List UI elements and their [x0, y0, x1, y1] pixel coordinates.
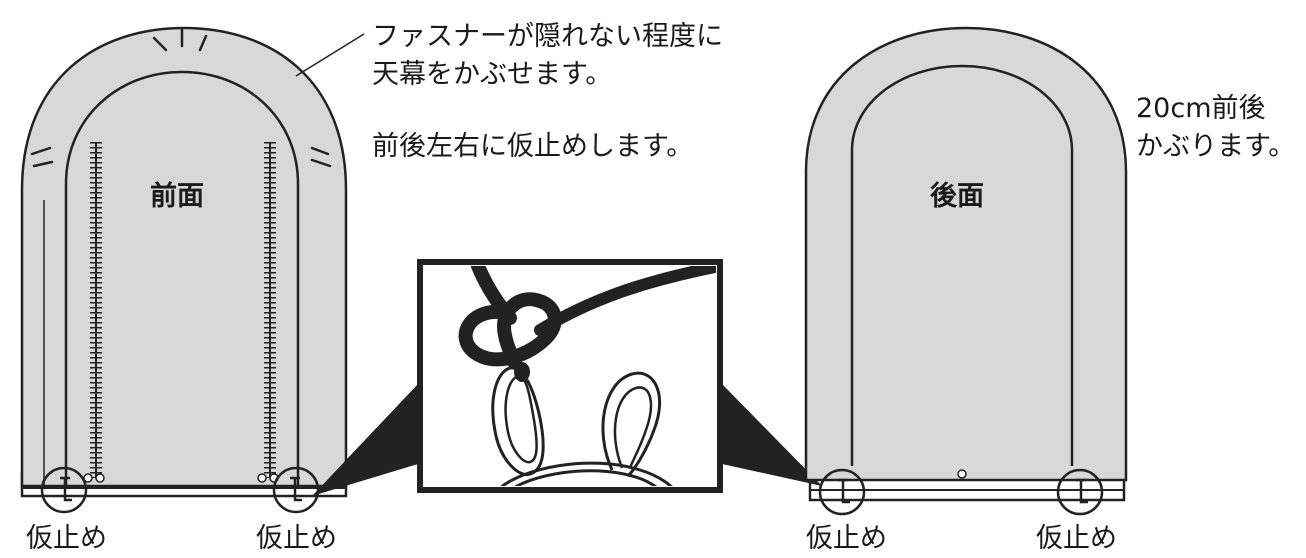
pin-label-front-left: 仮止め — [26, 523, 107, 554]
temp-fix-note-line: 前後左右に仮止めします。 — [372, 131, 694, 162]
overlap-note: 20cm前後 かぶります。 — [1136, 90, 1295, 166]
zipper-note-line-2: 天幕をかぶせます。 — [372, 59, 613, 90]
zipper-note-line-1: ファスナーが隠れない程度に — [372, 21, 723, 52]
detail-inset — [312, 259, 822, 496]
pin-label-back-left: 仮止め — [806, 523, 887, 554]
back-outer-cover — [804, 26, 1128, 482]
back-side-label: 後面 — [930, 181, 984, 212]
inset-wedge-right — [722, 384, 822, 486]
front-side-label: 前面 — [150, 181, 204, 212]
zipper-note: ファスナーが隠れない程度に 天幕をかぶせます。 — [372, 18, 723, 94]
back-base-frame — [808, 472, 1126, 502]
pin-icon — [1056, 468, 1104, 516]
zipper-note-leader — [295, 33, 365, 77]
front-inner-panel — [64, 70, 300, 486]
hook-icon — [458, 292, 562, 383]
pin-icon — [818, 468, 866, 516]
overlap-note-line-1: 20cm前後 — [1136, 93, 1266, 124]
back-cover — [804, 26, 1128, 516]
back-inner-panel — [850, 64, 1074, 466]
overlap-note-line-2: かぶります。 — [1136, 131, 1296, 162]
temp-fix-note: 前後左右に仮止めします。 — [372, 128, 693, 166]
pin-label-back-right: 仮止め — [1036, 523, 1117, 554]
pin-icon — [40, 466, 88, 514]
front-cover — [20, 26, 348, 514]
pin-label-front-right: 仮止め — [256, 523, 337, 554]
emphasis-marks — [30, 28, 332, 168]
inset-wedge-left — [312, 384, 418, 496]
